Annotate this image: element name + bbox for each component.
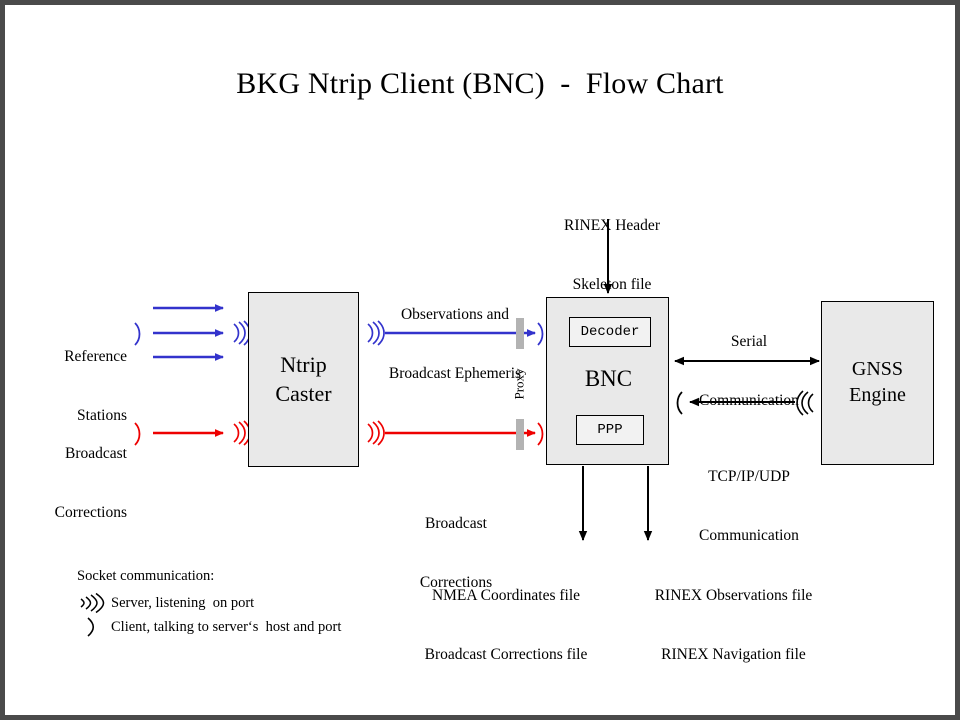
legend-item-server: Server, listening on port — [77, 592, 477, 614]
serial-communication-label: Serial Communication — [673, 293, 825, 449]
broadcast-corrections-input-line2: Corrections — [54, 503, 127, 521]
rinex-outputs-line1: RINEX Observations file — [654, 587, 813, 605]
observations-ephemeris-label: Observations and Broadcast Ephemeris — [360, 266, 550, 422]
proxy-bar-upper — [516, 318, 524, 349]
legend-item-client: Client, talking to server‘s host and por… — [77, 616, 477, 638]
observations-ephemeris-line2: Broadcast Ephemeris — [388, 364, 522, 382]
proxy-bar-lower — [516, 419, 524, 450]
ntrip-caster-line1: Ntrip — [280, 352, 327, 378]
connector-layer — [153, 219, 820, 541]
reference-stations-label: Reference Stations — [17, 308, 127, 464]
ntrip-caster-line2: Caster — [275, 380, 332, 406]
client-socket-icon-broadcast-corrections — [133, 421, 145, 447]
legend-item-client-text: Client, talking to server‘s host and por… — [111, 618, 342, 635]
broadcast-corrections-mid-line1: Broadcast — [425, 515, 487, 533]
serial-communication-line2: Communication — [699, 391, 799, 409]
gnss-engine-line1: GNSS — [851, 358, 904, 381]
decoder-box[interactable]: Decoder — [569, 317, 651, 347]
nmea-outputs-line2: Broadcast Corrections file — [424, 645, 588, 663]
broadcast-corrections-input-label: Broadcast Corrections — [17, 405, 127, 561]
rinex-header-line1: RINEX Header — [564, 217, 660, 235]
tcp-communication-line1: TCP/IP/UDP — [708, 468, 790, 486]
broadcast-corrections-mid-label: Broadcast Corrections — [375, 475, 537, 631]
reference-stations-line1: Reference — [64, 348, 127, 366]
rinex-header-line2: Skeleton file — [572, 275, 652, 293]
legend-item-server-text: Server, listening on port — [111, 594, 255, 611]
gnss-engine-line2: Engine — [849, 384, 906, 406]
gnss-engine-box[interactable]: GNSS Engine — [821, 301, 934, 465]
client-socket-icon-bnc-tcp — [673, 390, 685, 416]
server-socket-icon-caster-out-red — [365, 420, 385, 446]
ntrip-caster-box[interactable]: Ntrip Caster — [248, 292, 359, 467]
rinex-header-skeleton-label: RINEX Header Skeleton file — [518, 177, 706, 333]
server-socket-icon-caster-out-blue — [365, 320, 385, 346]
client-socket-icon-bnc-red — [536, 421, 548, 447]
client-socket-icon-ref-stations — [133, 321, 145, 347]
broadcast-corrections-input-line1: Broadcast — [65, 445, 127, 463]
client-socket-icon-bnc-blue — [536, 321, 548, 347]
page-title: BKG Ntrip Client (BNC) - Flow Chart — [236, 67, 724, 100]
bnc-label: BNC — [584, 366, 633, 391]
nmea-outputs-label: NMEA Coordinates file Broadcast Correcti… — [401, 547, 611, 703]
rinex-outputs-line2: RINEX Navigation file — [661, 645, 806, 663]
rinex-outputs-label: RINEX Observations file RINEX Navigation… — [631, 547, 836, 703]
ppp-box[interactable]: PPP — [576, 415, 644, 445]
client-socket-icon — [77, 616, 111, 638]
reference-stations-line2: Stations — [77, 406, 127, 424]
server-socket-icon — [77, 592, 111, 614]
serial-communication-line1: Serial — [730, 333, 768, 351]
server-socket-icon-gnss-tcp — [796, 390, 816, 416]
nmea-outputs-line1: NMEA Coordinates file — [431, 587, 581, 605]
broadcast-corrections-mid-line2: Corrections — [419, 573, 493, 591]
legend: Socket communication: Server, listening … — [77, 568, 477, 640]
bnc-box[interactable]: Decoder BNC PPP — [546, 297, 669, 465]
legend-heading: Socket communication: — [77, 568, 215, 584]
tcp-communication-label: TCP/IP/UDP Communication — [673, 428, 825, 584]
observations-ephemeris-line1: Observations and — [400, 306, 510, 324]
tcp-communication-line2: Communication — [699, 526, 799, 544]
